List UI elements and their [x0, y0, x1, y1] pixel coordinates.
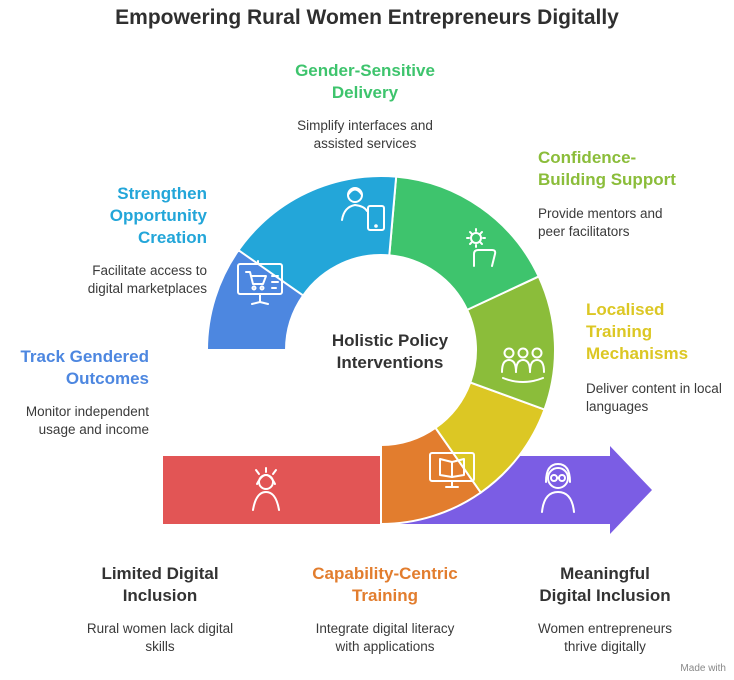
confidence-desc-line2: peer facilitators: [538, 224, 630, 239]
stressed-woman-icon: [252, 467, 280, 511]
confidence-title-line2: Building Support: [538, 170, 676, 189]
limited-inclusion-block: [163, 456, 385, 524]
support-hand-icon: [466, 228, 497, 267]
limited-desc-line1: Rural women lack digital: [86, 621, 234, 636]
meaningful-inclusion-desc: Women entrepreneurs thrive digitally: [500, 620, 710, 656]
woman-growth-icon: [235, 379, 281, 419]
monitor-book-icon: [429, 452, 475, 488]
localised-training-desc: Deliver content in local languages: [586, 380, 734, 416]
gender-sensitive-title: Gender-Sensitive Delivery: [255, 60, 475, 104]
woman-with-glasses-icon: [541, 463, 575, 513]
capability-centric-title: Capability-Centric Training: [285, 563, 485, 607]
outcomes-desc-line2: usage and income: [38, 422, 149, 437]
capability-centric-desc: Integrate digital literacy with applicat…: [285, 620, 485, 656]
diagram-title: Empowering Rural Women Entrepreneurs Dig…: [115, 6, 619, 29]
outcomes-desc-line1: Monitor independent: [25, 404, 149, 419]
center-label: Holistic Policy Interventions: [331, 331, 449, 372]
outcomes-title-line1: Track Gendered: [20, 347, 149, 366]
ring-segments: [205, 175, 556, 526]
confidence-building-desc: Provide mentors and peer facilitators: [538, 205, 728, 241]
meaningful-inclusion-title: Meaningful Digital Inclusion: [500, 563, 710, 607]
capability-desc-line1: Integrate digital literacy: [315, 621, 455, 636]
limited-desc-line2: skills: [145, 639, 175, 654]
opportunity-title-line2: Opportunity: [109, 206, 207, 225]
capability-desc-line2: with applications: [335, 639, 435, 654]
strengthen-opportunity-desc: Facilitate access to digital marketplace…: [20, 262, 207, 298]
track-outcomes-desc: Monitor independent usage and income: [0, 403, 149, 439]
opportunity-title-line1: Strengthen: [117, 184, 207, 203]
limited-title-line2: Inclusion: [122, 586, 198, 605]
gender-sensitive-title-line2: Delivery: [331, 83, 399, 102]
opportunity-title-line3: Creation: [138, 228, 207, 247]
localised-desc-line1: Deliver content in local: [586, 381, 722, 396]
group-icon: [501, 347, 545, 383]
meaningful-desc-line1: Women entrepreneurs: [537, 621, 673, 636]
meaningful-title-line1: Meaningful: [560, 564, 650, 583]
track-outcomes-title: Track Gendered Outcomes: [0, 346, 149, 390]
confidence-building-title: Confidence- Building Support: [538, 147, 728, 191]
gender-sensitive-desc: Simplify interfaces and assisted service…: [255, 117, 475, 153]
ring-segment-localised: [434, 381, 546, 494]
opportunity-desc-line2: digital marketplaces: [87, 281, 207, 296]
outcomes-title-line2: Outcomes: [65, 369, 149, 388]
made-with-footer: Made with: [680, 663, 726, 674]
strengthen-opportunity-title: Strengthen Opportunity Creation: [40, 183, 207, 249]
gender-sensitive-desc-line2: assisted services: [313, 136, 417, 151]
limited-title-line1: Limited Digital: [101, 564, 219, 583]
confidence-desc-line1: Provide mentors and: [538, 206, 663, 221]
meaningful-title-line2: Digital Inclusion: [539, 586, 671, 605]
gender-sensitive-title-line1: Gender-Sensitive: [295, 61, 435, 80]
person-with-tablet-icon: [341, 187, 385, 231]
localised-title-line1: Localised: [586, 300, 665, 319]
gender-sensitive-desc-line1: Simplify interfaces and: [297, 118, 433, 133]
capability-title-line1: Capability-Centric: [312, 564, 458, 583]
marketplace-board-icon: [237, 260, 283, 305]
localised-title-line2: Training: [586, 322, 653, 341]
capability-title-line2: Training: [351, 586, 419, 605]
localised-desc-line2: languages: [586, 399, 649, 414]
localised-training-title: Localised Training Mechanisms: [586, 299, 731, 365]
localised-title-line3: Mechanisms: [586, 344, 689, 363]
ring-inner-circle: [286, 255, 476, 445]
opportunity-desc-line1: Facilitate access to: [92, 263, 207, 278]
confidence-title-line1: Confidence-: [538, 148, 637, 167]
limited-inclusion-title: Limited Digital Inclusion: [60, 563, 260, 607]
meaningful-desc-line2: thrive digitally: [564, 639, 646, 654]
limited-inclusion-desc: Rural women lack digital skills: [60, 620, 260, 656]
